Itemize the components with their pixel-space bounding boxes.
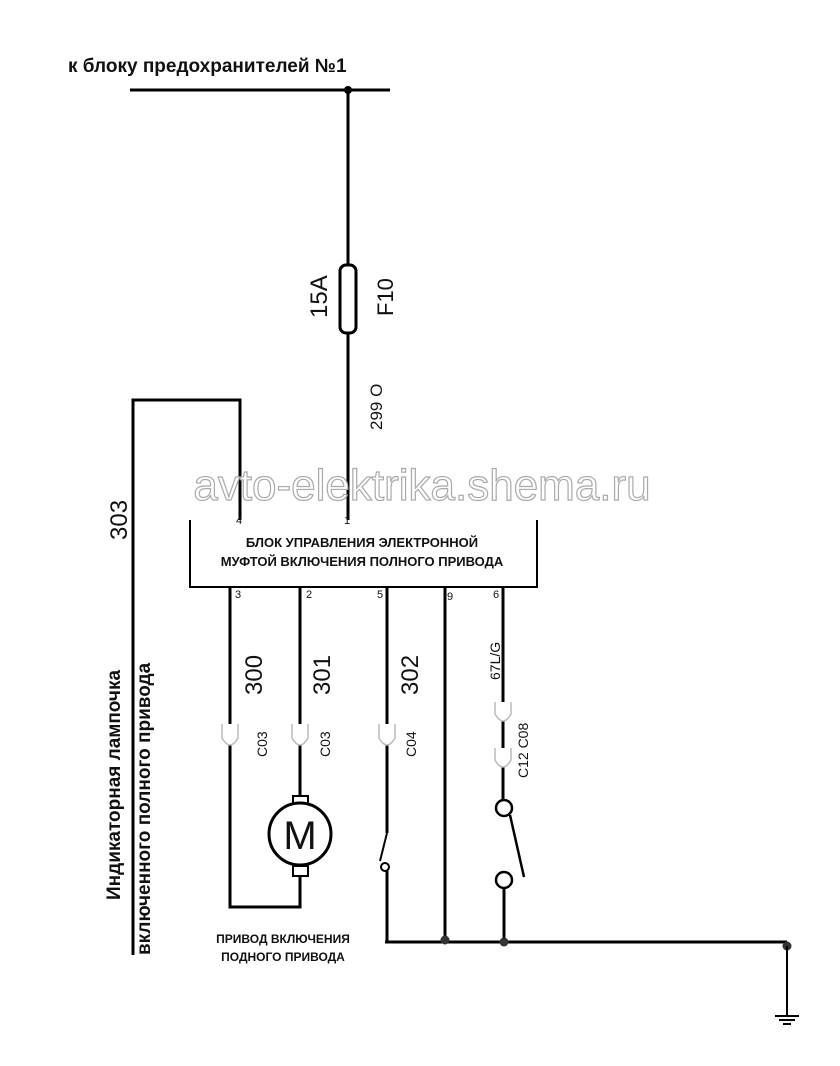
fuse-id: F10 (373, 278, 398, 316)
control-unit-box (189, 520, 538, 588)
wire-label-299: 299 O (367, 384, 386, 430)
connector-c12-c08: C12 C08 (515, 723, 531, 778)
control-unit-line2: МУФТОЙ ВКЛЮЧЕНИЯ ПОЛНОГО ПРИВОДА (221, 554, 504, 569)
fuse-rating: 15A (306, 275, 333, 318)
switch-terminal (494, 798, 514, 818)
switch-contact (379, 832, 388, 862)
fuse-icon (338, 263, 358, 335)
switch-contact (508, 814, 526, 878)
wire-label-303: 303 (106, 500, 133, 540)
wire-label-301: 301 (309, 655, 336, 695)
junction-dot (440, 935, 450, 945)
wire-303 (131, 398, 242, 955)
junction-dot (499, 937, 509, 947)
pin-3: 3 (235, 589, 241, 601)
connector-icon (291, 724, 309, 746)
connector-c04: C04 (403, 731, 419, 757)
pin-4: 4 (236, 515, 242, 527)
pin-9: 9 (447, 591, 453, 603)
lamp-label-line2: включенного полного привода (134, 662, 155, 955)
switch-terminal (494, 870, 514, 890)
fuse-box-label: к блоку предохранителей №1 (68, 56, 347, 77)
actuator-label-line1: ПРИВОД ВКЛЮЧЕНИЯ (216, 932, 350, 946)
lamp-label-line1: Индикаторная лампочка (104, 670, 125, 900)
motor-label: M (283, 814, 316, 858)
switch-terminal (380, 862, 390, 872)
pin-1: 1 (344, 515, 350, 527)
pin-5: 5 (377, 589, 383, 601)
connector-icon (378, 724, 396, 746)
ground-icon (775, 1015, 799, 1025)
wire-label-67LG: 67L/G (487, 642, 503, 680)
connector-icon (221, 724, 239, 746)
connector-c03-a: C03 (254, 731, 270, 757)
connector-icon (494, 748, 512, 768)
watermark: avto-elektrika.shema.ru (193, 461, 650, 510)
connector-icon (494, 702, 512, 722)
pin-6: 6 (493, 589, 499, 601)
pin-2: 2 (306, 589, 312, 601)
wire-label-300: 300 (241, 655, 268, 695)
connector-c03-b: C03 (317, 731, 333, 757)
motor-terminal (292, 865, 309, 877)
actuator-label-line2: ПОДНОГО ПРИВОДА (221, 950, 345, 964)
control-unit-line1: БЛОК УПРАВЛЕНИЯ ЭЛЕКТРОННОЙ (246, 535, 478, 550)
wire-label-302: 302 (397, 655, 424, 695)
